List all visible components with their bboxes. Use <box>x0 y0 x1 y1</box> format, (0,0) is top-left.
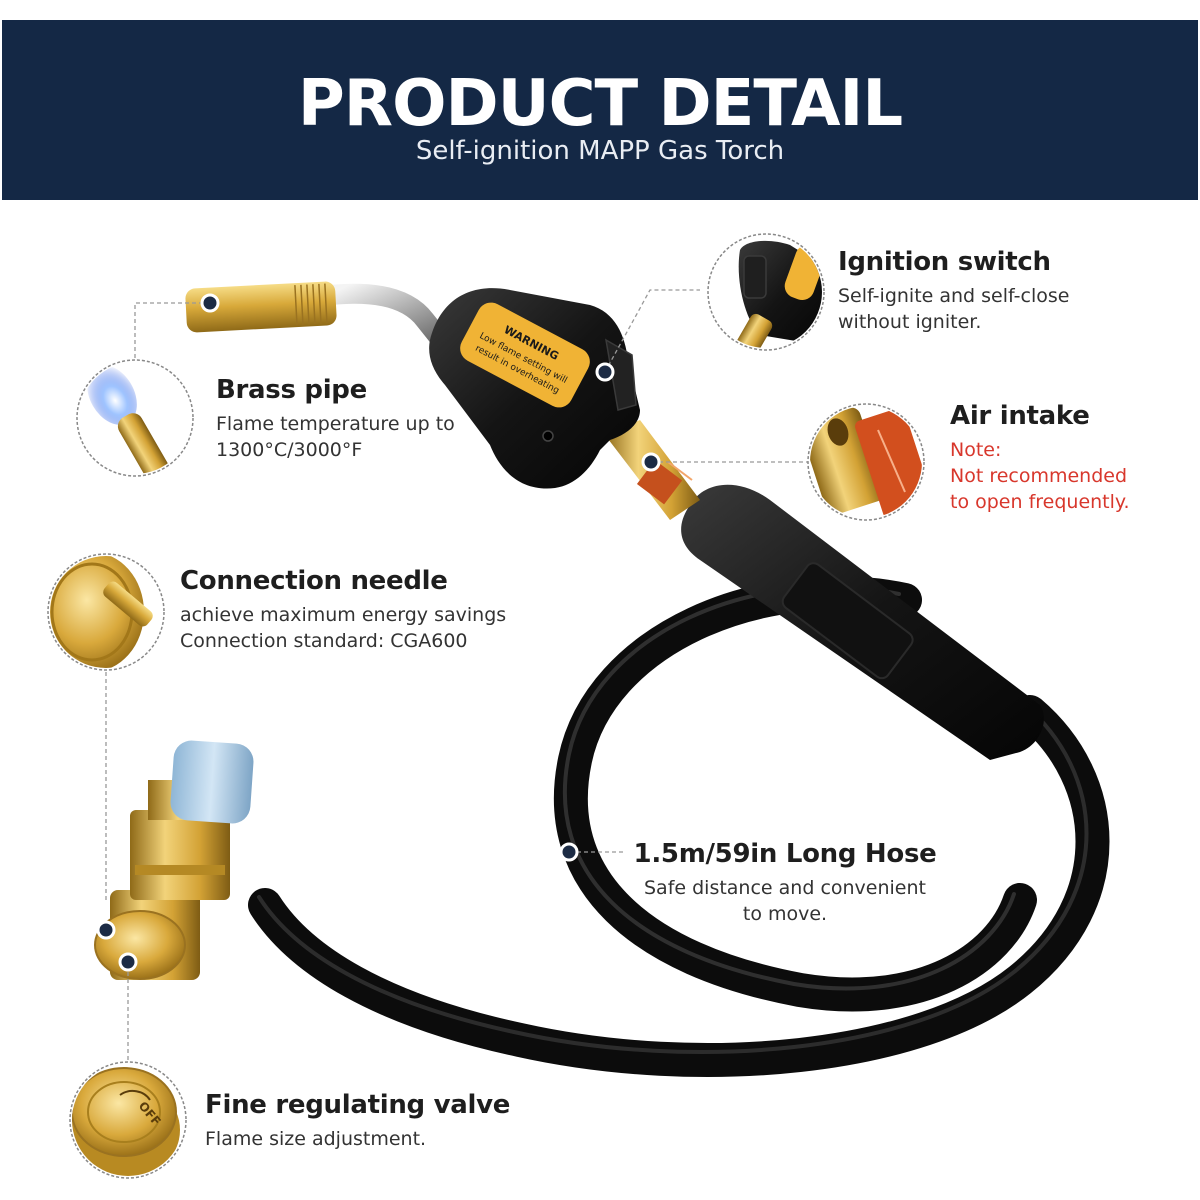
steel-tube <box>320 283 455 355</box>
callout-title: 1.5m/59in Long Hose <box>633 839 937 869</box>
page-subtitle: Self-ignition MAPP Gas Torch <box>415 136 785 166</box>
regulating-valve <box>94 740 255 980</box>
callout-brass-pipe: Brass pipe Flame temperature up to 1300°… <box>216 376 455 463</box>
callout-note: Note: Not recommended to open frequently… <box>950 438 1130 513</box>
brass-nozzle <box>185 281 337 333</box>
page-title: PRODUCT DETAIL <box>297 67 903 141</box>
callout-title: Ignition switch <box>838 247 1051 277</box>
valve-knob-detail: OFF <box>69 1061 187 1179</box>
callout-title: Brass pipe <box>216 375 367 405</box>
callout-title: Fine regulating valve <box>205 1090 511 1120</box>
header-banner: PRODUCT DETAIL Self-ignition MAPP Gas To… <box>2 20 1198 200</box>
connection-needle-detail <box>47 553 165 671</box>
callout-description: achieve maximum energy savings Connectio… <box>180 603 507 652</box>
callout-fine-regulating-valve: Fine regulating valve Flame size adjustm… <box>205 1091 510 1152</box>
callout-description: Flame size adjustment. <box>205 1127 427 1150</box>
callout-long-hose: 1.5m/59in Long Hose Safe distance and co… <box>620 840 950 927</box>
hose <box>248 576 1110 1077</box>
callout-leaders <box>105 289 808 1062</box>
callout-description: Self-ignite and self-close without ignit… <box>838 284 1070 333</box>
callout-description: Safe distance and convenient to move. <box>643 876 926 925</box>
callout-connection-needle: Connection needle achieve maximum energy… <box>180 567 506 654</box>
torch-handle <box>681 484 1044 760</box>
brass-pipe-detail <box>76 359 194 477</box>
ignition-switch-detail <box>707 233 825 351</box>
callout-description: Flame temperature up to 1300°C/3000°F <box>216 412 455 461</box>
callout-title: Air intake <box>950 401 1090 431</box>
callout-ignition-switch: Ignition switch Self-ignite and self-clo… <box>838 248 1069 335</box>
air-intake-detail <box>807 403 925 521</box>
callout-title: Connection needle <box>180 566 448 596</box>
callout-air-intake: Air intake Note: Not recommended to open… <box>950 402 1129 515</box>
torch-head: WARNING Low flame setting will result in… <box>429 288 640 489</box>
callout-dots <box>96 293 661 972</box>
